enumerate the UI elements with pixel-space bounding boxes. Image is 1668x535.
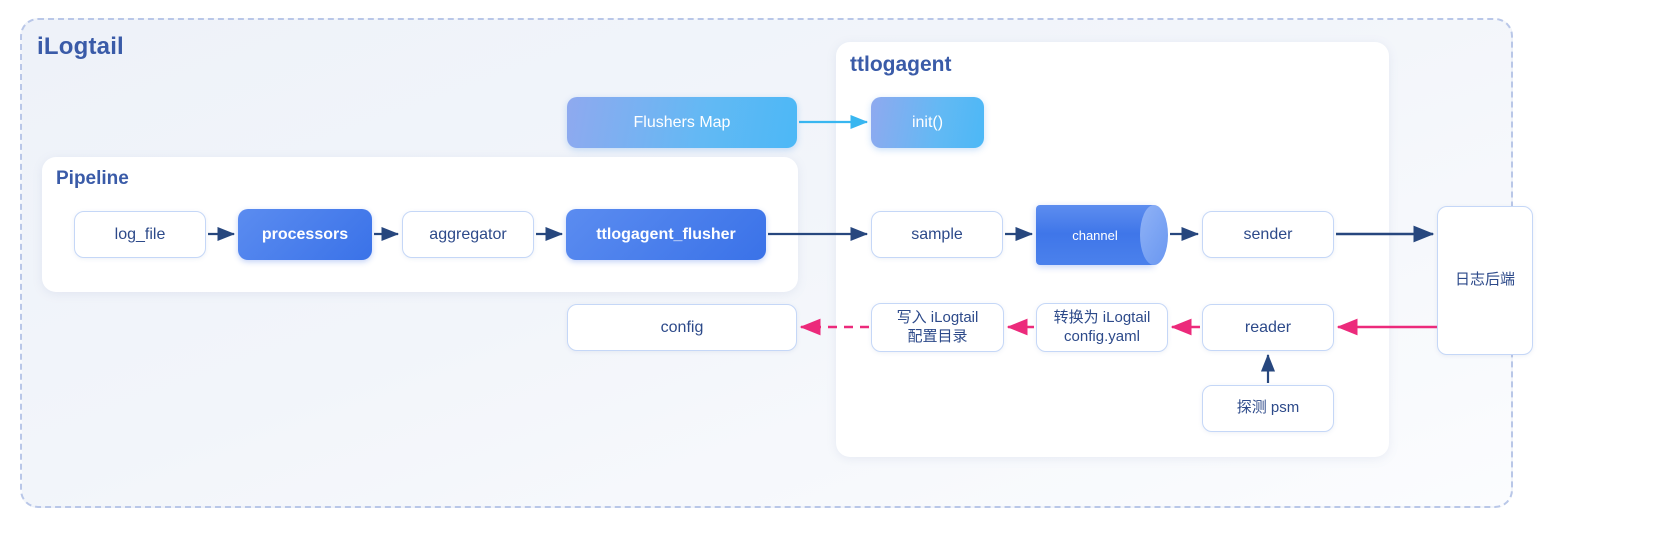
node-sample[interactable]: sample bbox=[871, 211, 1003, 258]
node-convert-line2: config.yaml bbox=[1064, 327, 1140, 345]
node-convert-to-ilogtail-config[interactable]: 转换为 iLogtail config.yaml bbox=[1036, 303, 1168, 352]
node-init[interactable]: init() bbox=[871, 97, 984, 148]
node-log-backend[interactable]: 日志后端 bbox=[1437, 206, 1533, 355]
ilogtail-title: iLogtail bbox=[37, 33, 124, 60]
channel-cylinder-cap bbox=[1140, 205, 1168, 265]
node-config[interactable]: config bbox=[567, 304, 797, 351]
channel-label: channel bbox=[1072, 227, 1118, 243]
node-ttlogagent-flusher[interactable]: ttlogagent_flusher bbox=[566, 209, 766, 260]
node-write-ilogtail-config-dir[interactable]: 写入 iLogtail 配置目录 bbox=[871, 303, 1004, 352]
node-channel[interactable]: channel bbox=[1036, 205, 1168, 265]
node-write-ilogtail-line1: 写入 iLogtail bbox=[896, 308, 979, 326]
node-processors[interactable]: processors bbox=[238, 209, 372, 260]
node-write-ilogtail-line2: 配置目录 bbox=[907, 327, 968, 345]
ttlogagent-title: ttlogagent bbox=[850, 53, 952, 76]
node-aggregator[interactable]: aggregator bbox=[402, 211, 534, 258]
pipeline-title: Pipeline bbox=[56, 168, 129, 189]
node-sender[interactable]: sender bbox=[1202, 211, 1334, 258]
node-flushers-map[interactable]: Flushers Map bbox=[567, 97, 797, 148]
node-log-file[interactable]: log_file bbox=[74, 211, 206, 258]
node-reader[interactable]: reader bbox=[1202, 304, 1334, 351]
channel-cylinder-body bbox=[1036, 205, 1154, 265]
node-detect-psm[interactable]: 探测 psm bbox=[1202, 385, 1334, 432]
node-convert-line1: 转换为 iLogtail bbox=[1053, 308, 1151, 326]
